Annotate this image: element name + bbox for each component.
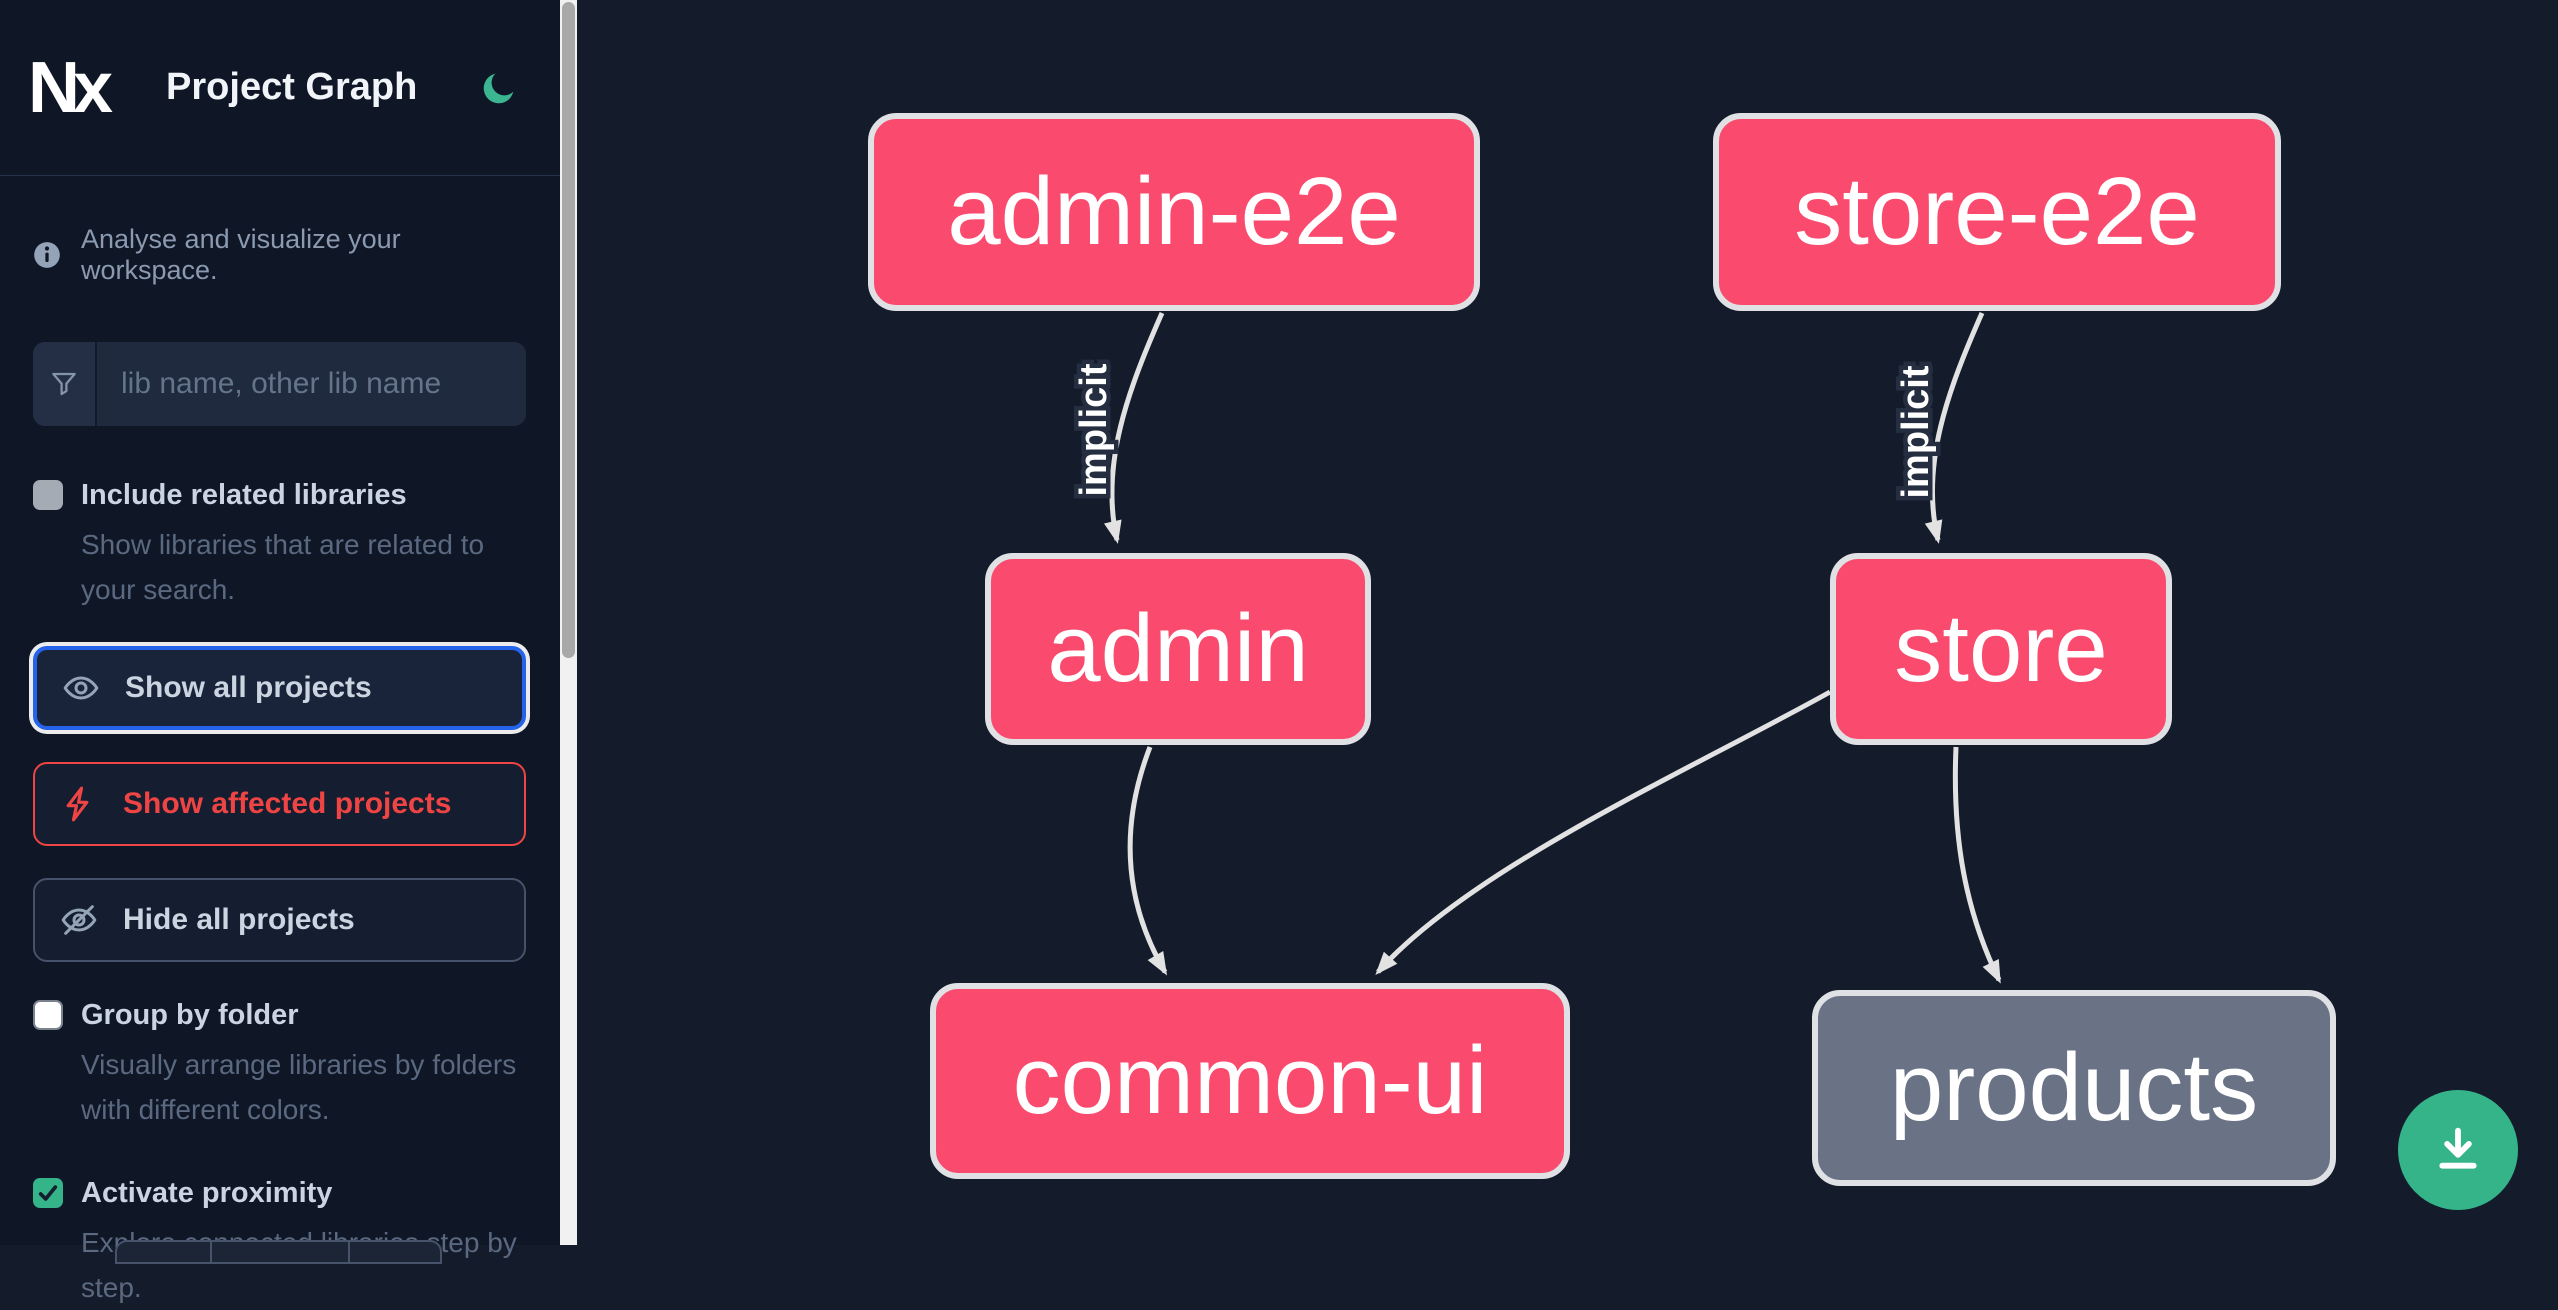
- edge-admin-to-common-ui: [1130, 747, 1165, 972]
- eye-off-icon: [59, 900, 99, 940]
- dark-mode-toggle[interactable]: [479, 66, 523, 110]
- graph-node-store[interactable]: store: [1830, 553, 2172, 745]
- search-box: [33, 342, 526, 426]
- sidebar: Nx Project Graph Analyse and visualize y…: [0, 0, 560, 1245]
- search-input[interactable]: [97, 342, 526, 426]
- depth-increment-button[interactable]: [348, 1242, 440, 1262]
- info-icon: [33, 241, 61, 269]
- scrollbar-thumb[interactable]: [562, 2, 575, 658]
- button-label: Show affected projects: [123, 787, 451, 821]
- project-actions: Show all projects Show affected projects: [33, 646, 527, 962]
- filter-funnel-icon: [48, 368, 80, 400]
- toggle-description: Visually arrange libraries by folders wi…: [81, 1042, 527, 1132]
- workspace-tagline: Analyse and visualize your workspace.: [81, 224, 527, 286]
- depth-decrement-button[interactable]: [117, 1242, 210, 1262]
- bolt-icon: [59, 784, 99, 824]
- proximity-depth-control[interactable]: [115, 1240, 442, 1264]
- sidebar-scrollbar[interactable]: [560, 0, 577, 1245]
- toggle-label: Activate proximity: [81, 1176, 527, 1210]
- button-label: Hide all projects: [123, 903, 355, 937]
- workspace-tagline-row: Analyse and visualize your workspace.: [33, 224, 527, 286]
- show-all-projects-button[interactable]: Show all projects: [33, 646, 526, 730]
- graph-node-store-e2e[interactable]: store-e2e: [1713, 113, 2281, 311]
- edge-label-implicit: implicit: [1895, 365, 1937, 498]
- show-affected-projects-button[interactable]: Show affected projects: [33, 762, 526, 846]
- download-graph-button[interactable]: [2398, 1090, 2518, 1210]
- toggle-label: Include related libraries: [81, 478, 527, 512]
- graph-node-common-ui[interactable]: common-ui: [930, 983, 1570, 1179]
- eye-icon: [61, 668, 101, 708]
- depth-value-cell: [210, 1242, 348, 1262]
- edge-store-to-common-ui: [1378, 692, 1830, 972]
- group-by-folder-checkbox[interactable]: [33, 1000, 63, 1030]
- download-icon: [2429, 1121, 2487, 1179]
- edge-admin-e2e-to-admin: [1112, 313, 1162, 540]
- moon-icon: [479, 68, 523, 108]
- toggle-label: Group by folder: [81, 998, 527, 1032]
- edge-store-to-products: [1955, 747, 1999, 980]
- graph-node-admin[interactable]: admin: [985, 553, 1371, 745]
- toggle-description: Show libraries that are related to your …: [81, 522, 527, 612]
- button-label: Show all projects: [125, 671, 372, 705]
- activate-proximity-checkbox[interactable]: [33, 1178, 63, 1208]
- page-title: Project Graph: [166, 66, 417, 109]
- graph-node-admin-e2e[interactable]: admin-e2e: [868, 113, 1480, 311]
- include-related-checkbox[interactable]: [33, 480, 63, 510]
- sidebar-header: Nx Project Graph: [0, 0, 560, 176]
- graph-node-products[interactable]: products: [1812, 990, 2336, 1186]
- edge-label-implicit: implicit: [1073, 363, 1115, 496]
- toggle-group-by-folder[interactable]: Group by folder Visually arrange librari…: [33, 998, 527, 1132]
- nx-logo: Nx: [28, 52, 106, 124]
- hide-all-projects-button[interactable]: Hide all projects: [33, 878, 526, 962]
- toggle-include-related[interactable]: Include related libraries Show libraries…: [33, 478, 527, 612]
- checkmark-icon: [37, 1182, 59, 1204]
- toggle-description: Explore connected libraries step by step…: [81, 1220, 527, 1310]
- filter-icon-cell: [33, 342, 97, 426]
- edge-store-e2e-to-store: [1932, 313, 1982, 540]
